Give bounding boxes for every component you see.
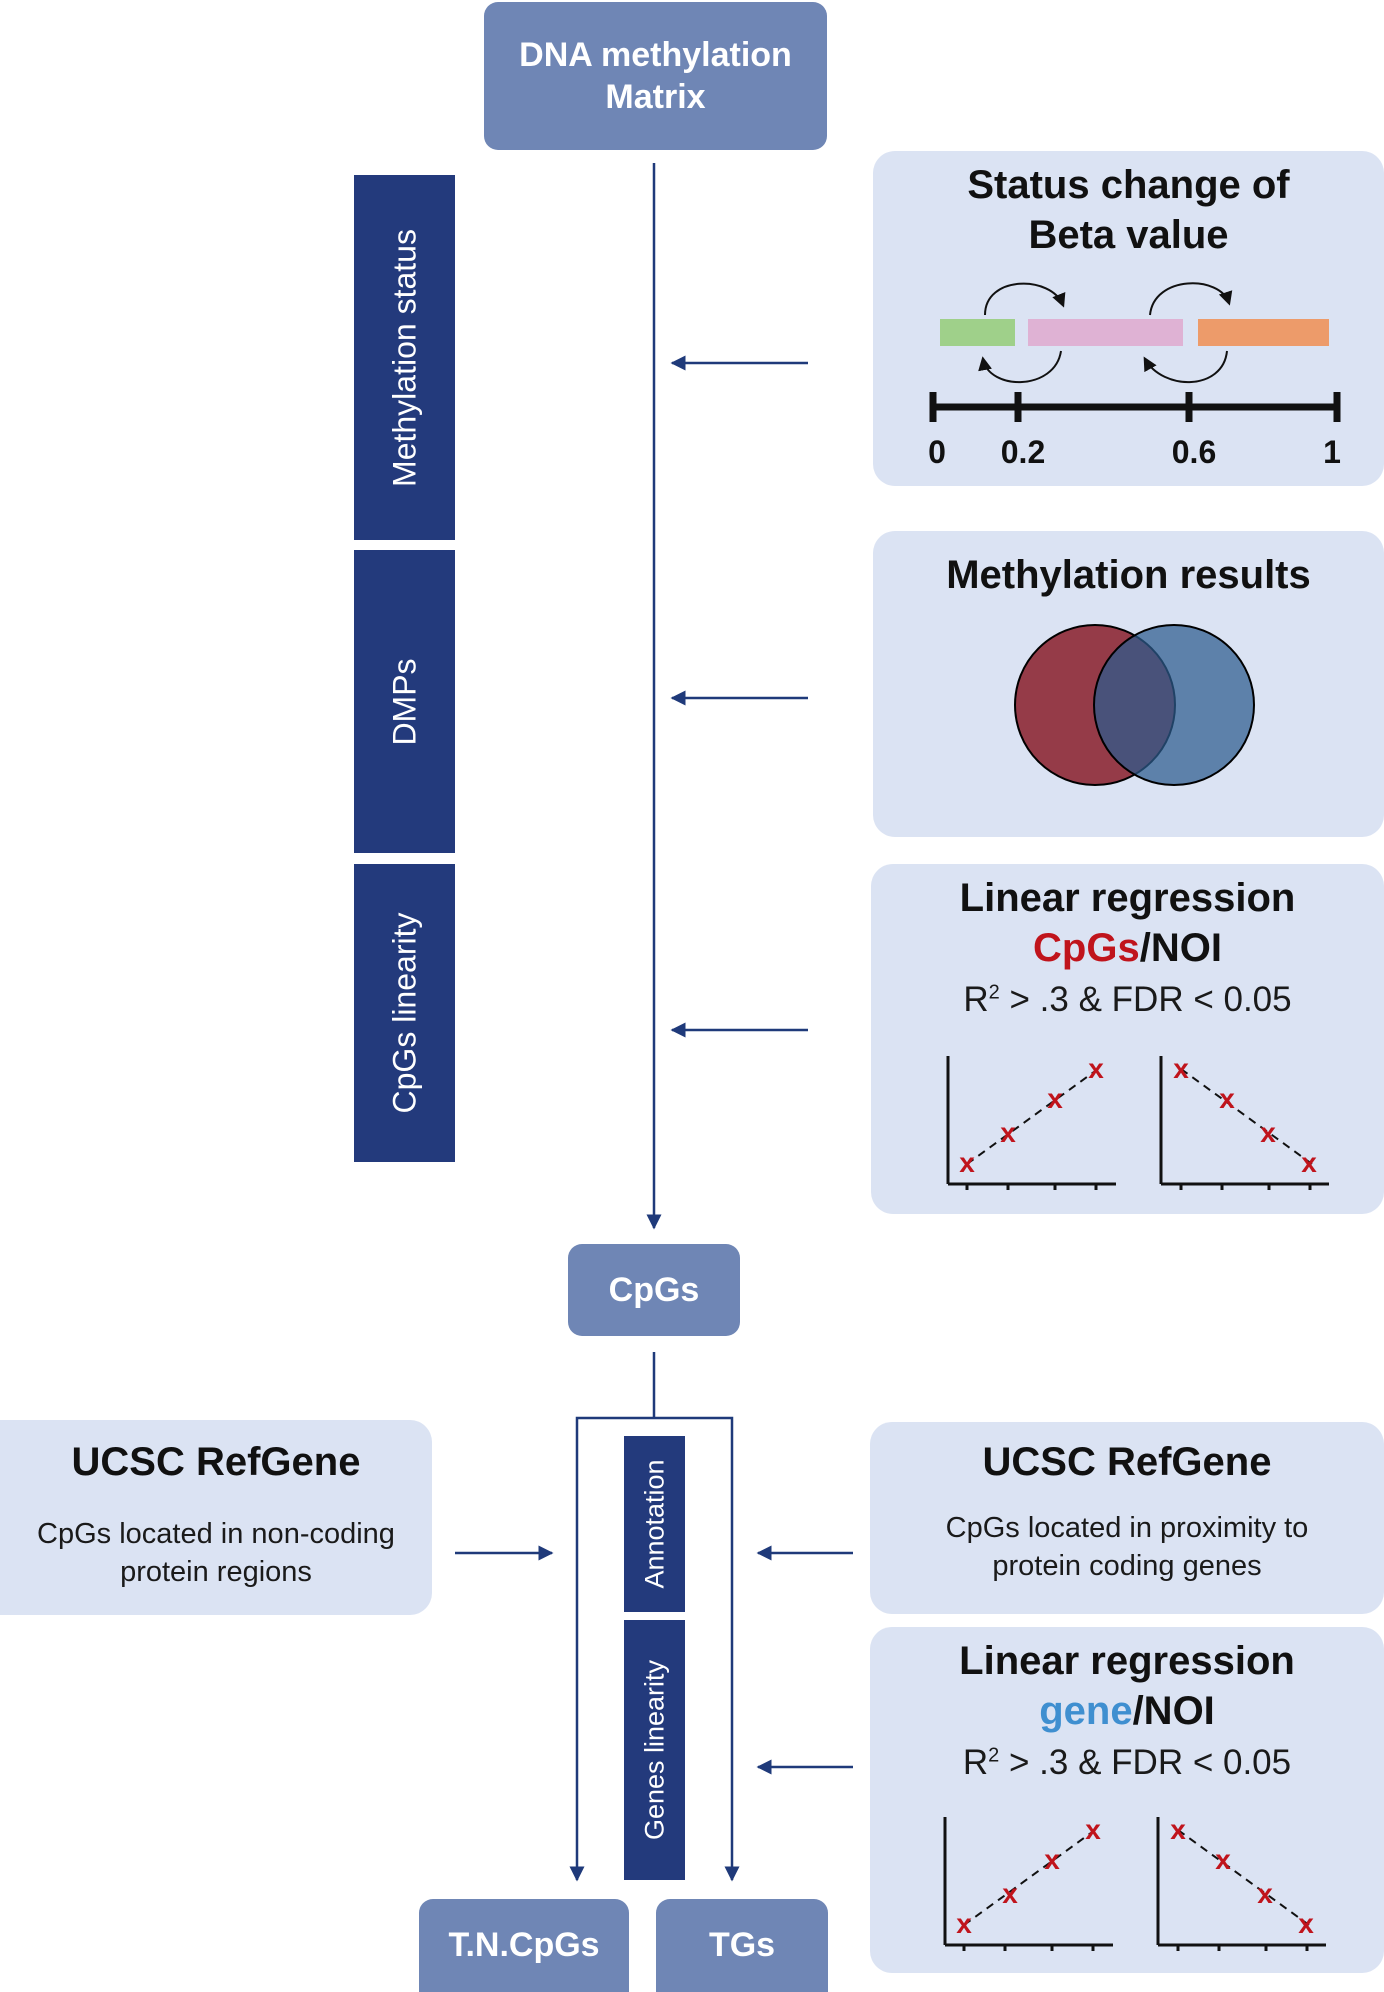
cpgs-node: CpGs (568, 1244, 740, 1336)
ucsc-left-line1: CpGs located in non-coding (37, 1518, 395, 1550)
tn-cpgs-label: T.N.CpGs (448, 1926, 600, 1964)
transition-arrow-down-2 (1143, 350, 1228, 383)
mini-plot-positive (943, 1817, 1113, 1951)
status-change-title-2: Beta value (1028, 213, 1229, 257)
beta-segment-mid (1028, 319, 1183, 346)
gene-highlight: gene (1039, 1689, 1133, 1733)
beta-segment-high (1198, 319, 1329, 346)
methylation-results-title: Methylation results (946, 553, 1311, 597)
point-marker: x (1088, 1053, 1104, 1084)
ucsc-right-title: UCSC RefGene (982, 1440, 1272, 1484)
trend-line-positive (963, 1829, 1096, 1926)
tn-cpgs-node: T.N.CpGs (419, 1899, 629, 1992)
scale-tick-label-0-2: 0.2 (1001, 434, 1045, 470)
step-dmps: DMPs (354, 550, 455, 853)
mini-plots-cpgs: x x x x x x x x (946, 1053, 1329, 1190)
point-marker: x (1002, 1878, 1018, 1909)
ucsc-right-line2: protein coding genes (992, 1550, 1262, 1582)
ucsc-right-line1: CpGs located in proximity to (945, 1512, 1309, 1544)
step-cpgs-linearity: CpGs linearity (354, 864, 455, 1162)
cpgs-node-label: CpGs (608, 1270, 700, 1309)
cpgs-noi: /NOI (1139, 926, 1222, 970)
scale-tick-label-1: 1 (1323, 434, 1341, 470)
scale-tick-label-0-6: 0.6 (1172, 434, 1216, 470)
point-marker: x (1298, 1908, 1314, 1939)
linear-regression-gene-subtitle: gene/NOI (870, 1689, 1384, 1734)
step-methylation-status-label: Methylation status (386, 228, 422, 487)
point-marker: x (1257, 1878, 1273, 1909)
point-marker: x (1260, 1117, 1276, 1148)
ucsc-refgene-right-panel: UCSC RefGene CpGs located in proximity t… (870, 1422, 1384, 1614)
linear-regression-gene-title: Linear regression (959, 1639, 1295, 1683)
dna-methylation-matrix-node: DNA methylation Matrix (484, 2, 827, 150)
trend-line-positive (966, 1068, 1099, 1165)
ucsc-left-title: UCSC RefGene (71, 1440, 361, 1484)
point-marker: x (1173, 1053, 1189, 1084)
dna-matrix-line1: DNA methylation (519, 36, 792, 74)
methylation-results-panel: Methylation results (873, 531, 1384, 837)
split-right-branch (654, 1416, 740, 1882)
beta-value-scale: 0 0.2 0.6 1 (928, 282, 1341, 470)
status-change-panel: Status change of Beta value 0 0.2 0.6 1 (873, 151, 1384, 486)
split-left-branch (569, 1416, 654, 1882)
ucsc-refgene-left-panel: UCSC RefGene CpGs located in non-coding … (0, 1420, 432, 1615)
point-marker: x (959, 1147, 975, 1178)
step-annotation-label: Annotation (639, 1459, 669, 1589)
tgs-node: TGs (656, 1899, 828, 1992)
point-marker: x (1215, 1844, 1231, 1875)
mini-plots-gene: x x x x x x x x (943, 1814, 1326, 1951)
point-marker: x (1219, 1083, 1235, 1114)
trend-line-negative (1180, 1068, 1313, 1165)
step-dmps-label: DMPs (386, 657, 422, 746)
linear-regression-cpgs-subtitle: CpGs/NOI (871, 926, 1384, 971)
step-cpgs-linearity-label: CpGs linearity (386, 912, 422, 1114)
step-methylation-status: Methylation status (354, 175, 455, 540)
point-marker: x (1000, 1117, 1016, 1148)
point-marker: x (1047, 1083, 1063, 1114)
transition-arrow-up-2 (1149, 282, 1233, 316)
venn-diagram (1014, 624, 1255, 786)
linear-regression-gene-panel: Linear regression gene/NOI R2 > .3 & FDR… (870, 1627, 1384, 1973)
scale-tick-label-0: 0 (928, 434, 946, 470)
point-marker: x (1170, 1814, 1186, 1845)
point-marker: x (1301, 1147, 1317, 1178)
linear-regression-gene-criteria: R2 > .3 & FDR < 0.05 (962, 1743, 1292, 1782)
mini-plot-negative (1159, 1056, 1329, 1190)
mini-plot-positive (946, 1056, 1116, 1190)
linear-regression-cpgs-title: Linear regression (959, 876, 1296, 920)
gene-noi: /NOI (1132, 1689, 1215, 1733)
beta-segment-low (940, 319, 1015, 346)
venn-circle-right (1093, 624, 1255, 786)
ucsc-left-line2: protein regions (120, 1556, 312, 1588)
mini-plot-negative (1156, 1817, 1326, 1951)
linear-regression-cpgs-panel: Linear regression CpGs/NOI R2 > .3 & FDR… (871, 864, 1384, 1214)
point-marker: x (956, 1908, 972, 1939)
cpgs-highlight: CpGs (1033, 926, 1140, 970)
trend-line-negative (1177, 1829, 1310, 1926)
point-marker: x (1044, 1844, 1060, 1875)
step-genes-linearity: Genes linearity (624, 1620, 685, 1880)
status-change-title-1: Status change of (967, 163, 1290, 207)
step-genes-linearity-label: Genes linearity (639, 1659, 669, 1841)
point-marker: x (1085, 1814, 1101, 1845)
tgs-label: TGs (708, 1926, 776, 1964)
transition-arrow-up-1 (984, 282, 1066, 316)
dna-matrix-line2: Matrix (605, 78, 706, 116)
step-annotation: Annotation (624, 1436, 685, 1612)
linear-regression-cpgs-criteria: R2 > .3 & FDR < 0.05 (963, 980, 1292, 1019)
transition-arrow-down-1 (978, 350, 1062, 383)
